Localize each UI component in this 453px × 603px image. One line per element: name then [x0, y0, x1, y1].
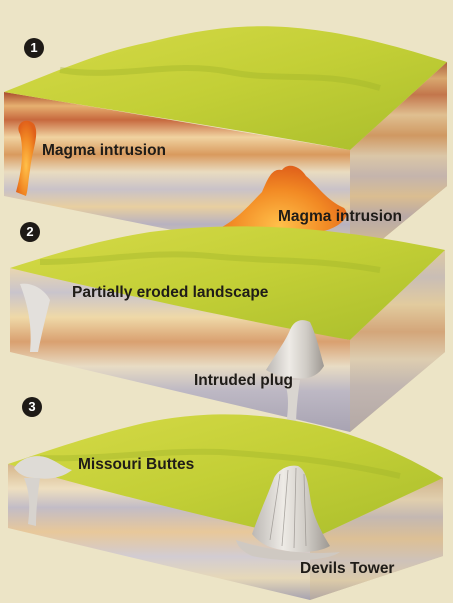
- label-magma-intrusion-left: Magma intrusion: [42, 142, 166, 160]
- block-2: [10, 226, 445, 432]
- label-intruded-plug: Intruded plug: [194, 372, 293, 390]
- label-missouri-buttes: Missouri Buttes: [78, 456, 194, 474]
- label-magma-intrusion-right: Magma intrusion: [278, 208, 402, 226]
- label-partially-eroded-landscape: Partially eroded landscape: [72, 284, 268, 302]
- step-number-badge-1: 1: [24, 38, 44, 58]
- label-devils-tower: Devils Tower: [300, 560, 394, 578]
- step-number-badge-2: 2: [20, 222, 40, 242]
- step-number-badge-3: 3: [22, 397, 42, 417]
